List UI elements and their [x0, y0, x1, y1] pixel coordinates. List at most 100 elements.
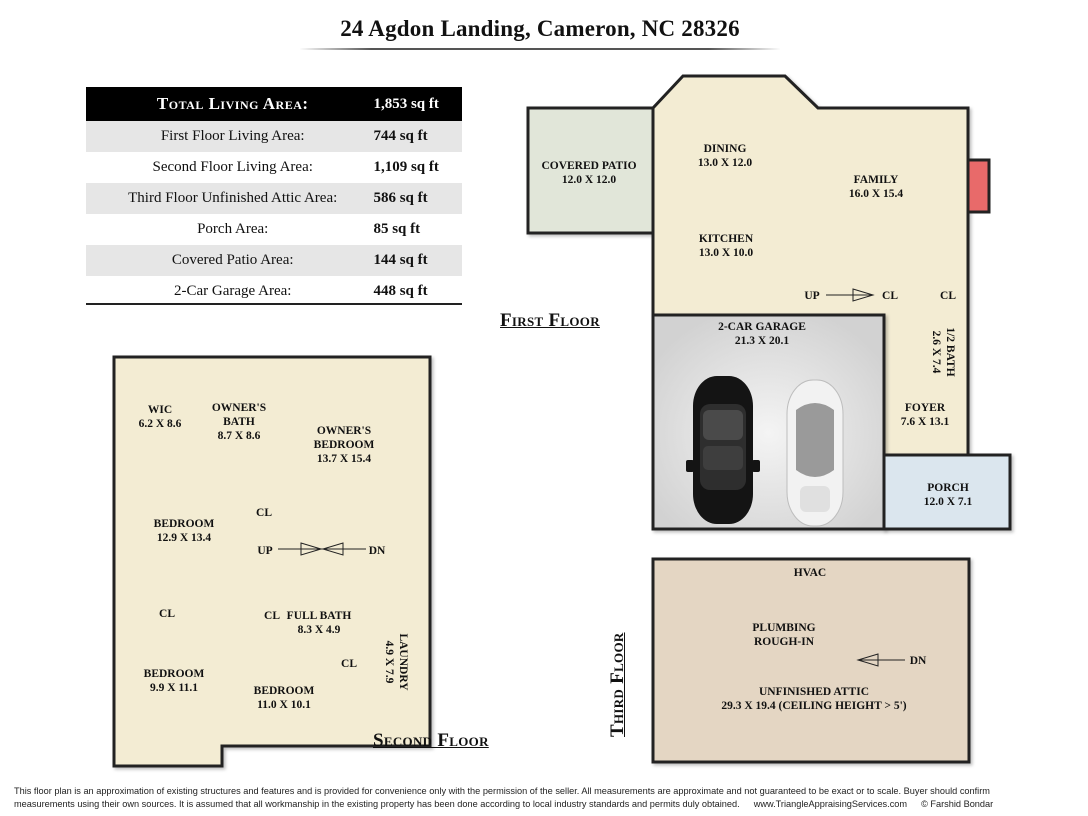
- room-name: PLUMBING: [752, 622, 816, 634]
- kitchen-label: KITCHEN 13.0 X 10.0: [699, 232, 753, 260]
- first-floor-closet-label: CL: [882, 290, 898, 302]
- room-name: BEDROOM: [153, 518, 215, 530]
- area-summary-table: Total Living Area: 1,853 sq ft First Flo…: [86, 87, 462, 307]
- disclaimer-footer: This floor plan is an approximation of e…: [14, 785, 1078, 811]
- room-name: 2-CAR GARAGE: [718, 321, 806, 333]
- table-divider: [86, 303, 462, 305]
- area-row-value: 586 sq ft: [373, 190, 428, 206]
- room-dimensions: 2.6 X 7.4: [930, 330, 942, 374]
- second-floor-label: Second Floor: [373, 730, 489, 751]
- second-floor-stair-arrow-icon: [278, 542, 366, 556]
- family-label: FAMILY 16.0 X 15.4: [849, 173, 903, 201]
- dining-label: DINING 13.0 X 12.0: [698, 142, 752, 170]
- room-name: FULL BATH: [286, 610, 352, 622]
- room-name: PORCH: [927, 482, 969, 494]
- room-name: BATH: [223, 416, 255, 428]
- room-name: BEDROOM: [253, 685, 315, 697]
- laundry-label: LAUNDRY 4.9 X 7.9: [382, 633, 410, 690]
- second-floor-closet-label: CL: [159, 608, 175, 620]
- area-row: First Floor Living Area: 744 sq ft: [86, 121, 462, 152]
- total-living-area-value: 1,853 sq ft: [373, 95, 439, 112]
- foyer-label: FOYER 7.6 X 13.1: [901, 401, 950, 429]
- covered-patio-label: COVERED PATIO 12.0 X 12.0: [541, 159, 636, 187]
- third-floor-label: Third Floor: [607, 632, 628, 737]
- room-name: FAMILY: [853, 174, 899, 186]
- attic-shape: [651, 557, 971, 764]
- room-name: DINING: [703, 143, 747, 155]
- porch-shape: [882, 453, 1012, 531]
- room-dimensions: 13.0 X 12.0: [697, 157, 753, 169]
- area-row-value: 744 sq ft: [373, 128, 428, 144]
- plumbing-label: PLUMBING ROUGH-IN: [752, 621, 815, 649]
- area-row-label: Covered Patio Area:: [171, 252, 294, 268]
- room-name: KITCHEN: [698, 233, 754, 245]
- room-dimensions: 13.0 X 10.0: [698, 247, 754, 259]
- hvac-label: HVAC: [793, 567, 827, 579]
- white-car-icon: [786, 379, 844, 527]
- third-floor-dn-label: DN: [909, 655, 927, 667]
- room-dimensions: 8.7 X 8.6: [217, 430, 261, 442]
- second-floor-closet-label: CL: [264, 610, 280, 622]
- wic-label: WIC 6.2 X 8.6: [139, 403, 182, 431]
- area-row-label: Second Floor Living Area:: [152, 159, 313, 175]
- disclaimer-line-row: measurements using their own sources. It…: [14, 798, 1078, 811]
- room-name: UNFINISHED ATTIC: [758, 686, 870, 698]
- room-dimensions: 12.9 X 13.4: [156, 532, 212, 544]
- area-row-value: 144 sq ft: [373, 252, 428, 268]
- room-dimensions: 12.0 X 7.1: [923, 496, 973, 508]
- area-row-value: 1,109 sq ft: [373, 159, 439, 175]
- room-dimensions: 29.3 X 19.4 (CEILING HEIGHT > 5'): [721, 700, 907, 712]
- room-name: ROUGH-IN: [753, 636, 815, 648]
- area-row: Covered Patio Area: 144 sq ft: [86, 245, 462, 276]
- full-bath-label: FULL BATH 8.3 X 4.9: [287, 609, 352, 637]
- room-dimensions: 4.9 X 7.9: [383, 640, 395, 684]
- first-floor-up-label: UP: [804, 290, 820, 302]
- second-floor-shape: [112, 355, 432, 768]
- attic-label: UNFINISHED ATTIC 29.3 X 19.4 (CEILING HE…: [721, 685, 906, 713]
- room-name: OWNER'S: [316, 425, 372, 437]
- disclaimer-line: This floor plan is an approximation of e…: [14, 786, 990, 796]
- disclaimer-line: measurements using their own sources. It…: [14, 799, 740, 809]
- second-floor-closet-label: CL: [256, 507, 272, 519]
- second-floor-up-label: UP: [257, 545, 273, 557]
- room-dimensions: 21.3 X 20.1: [734, 335, 790, 347]
- room-name: FOYER: [904, 402, 946, 414]
- garage-shape: [651, 313, 886, 531]
- owners-bedroom-label: OWNER'S BEDROOM 13.7 X 15.4: [314, 424, 375, 466]
- area-row: Second Floor Living Area: 1,109 sq ft: [86, 152, 462, 183]
- first-floor-label: First Floor: [500, 310, 600, 331]
- area-row-value: 448 sq ft: [373, 283, 428, 299]
- room-name: 1/2 BATH: [944, 327, 956, 377]
- area-row-label: First Floor Living Area:: [160, 128, 305, 144]
- room-dimensions: 16.0 X 15.4: [848, 188, 904, 200]
- room-name: BEDROOM: [313, 439, 375, 451]
- area-row: 2-Car Garage Area: 448 sq ft: [86, 276, 462, 307]
- area-row-value: 85 sq ft: [373, 221, 421, 237]
- room-name: OWNER'S: [211, 402, 267, 414]
- total-living-area-label: Total Living Area:: [156, 94, 309, 113]
- total-living-area-row: Total Living Area: 1,853 sq ft: [86, 87, 462, 121]
- website-link[interactable]: www.TriangleAppraisingServices.com: [753, 799, 908, 809]
- second-floor-closet-label: CL: [341, 658, 357, 670]
- first-floor-stair-arrow-icon: [826, 288, 875, 302]
- room-dimensions: 12.0 X 12.0: [561, 174, 617, 186]
- bedroom-label: BEDROOM 9.9 X 11.1: [144, 667, 205, 695]
- room-dimensions: 6.2 X 8.6: [138, 418, 182, 430]
- room-dimensions: 7.6 X 13.1: [900, 416, 950, 428]
- covered-patio-shape: [526, 106, 655, 235]
- fireplace-shape: [966, 158, 991, 214]
- bedroom-label: BEDROOM 11.0 X 10.1: [254, 684, 315, 712]
- third-floor-stair-arrow-icon: [856, 653, 905, 667]
- room-dimensions: 9.9 X 11.1: [150, 682, 198, 694]
- room-name: LAUNDRY: [397, 633, 409, 691]
- garage-label: 2-CAR GARAGE 21.3 X 20.1: [718, 320, 806, 348]
- area-row: Third Floor Unfinished Attic Area: 586 s…: [86, 183, 462, 214]
- room-name: WIC: [147, 404, 173, 416]
- page-title: 24 Agdon Landing, Cameron, NC 28326: [300, 16, 780, 50]
- room-name: BEDROOM: [143, 668, 205, 680]
- porch-label: PORCH 12.0 X 7.1: [924, 481, 973, 509]
- room-dimensions: 13.7 X 15.4: [316, 453, 372, 465]
- second-floor-dn-label: DN: [368, 545, 386, 557]
- black-car-icon: [686, 376, 760, 524]
- owners-bath-label: OWNER'S BATH 8.7 X 8.6: [212, 401, 266, 443]
